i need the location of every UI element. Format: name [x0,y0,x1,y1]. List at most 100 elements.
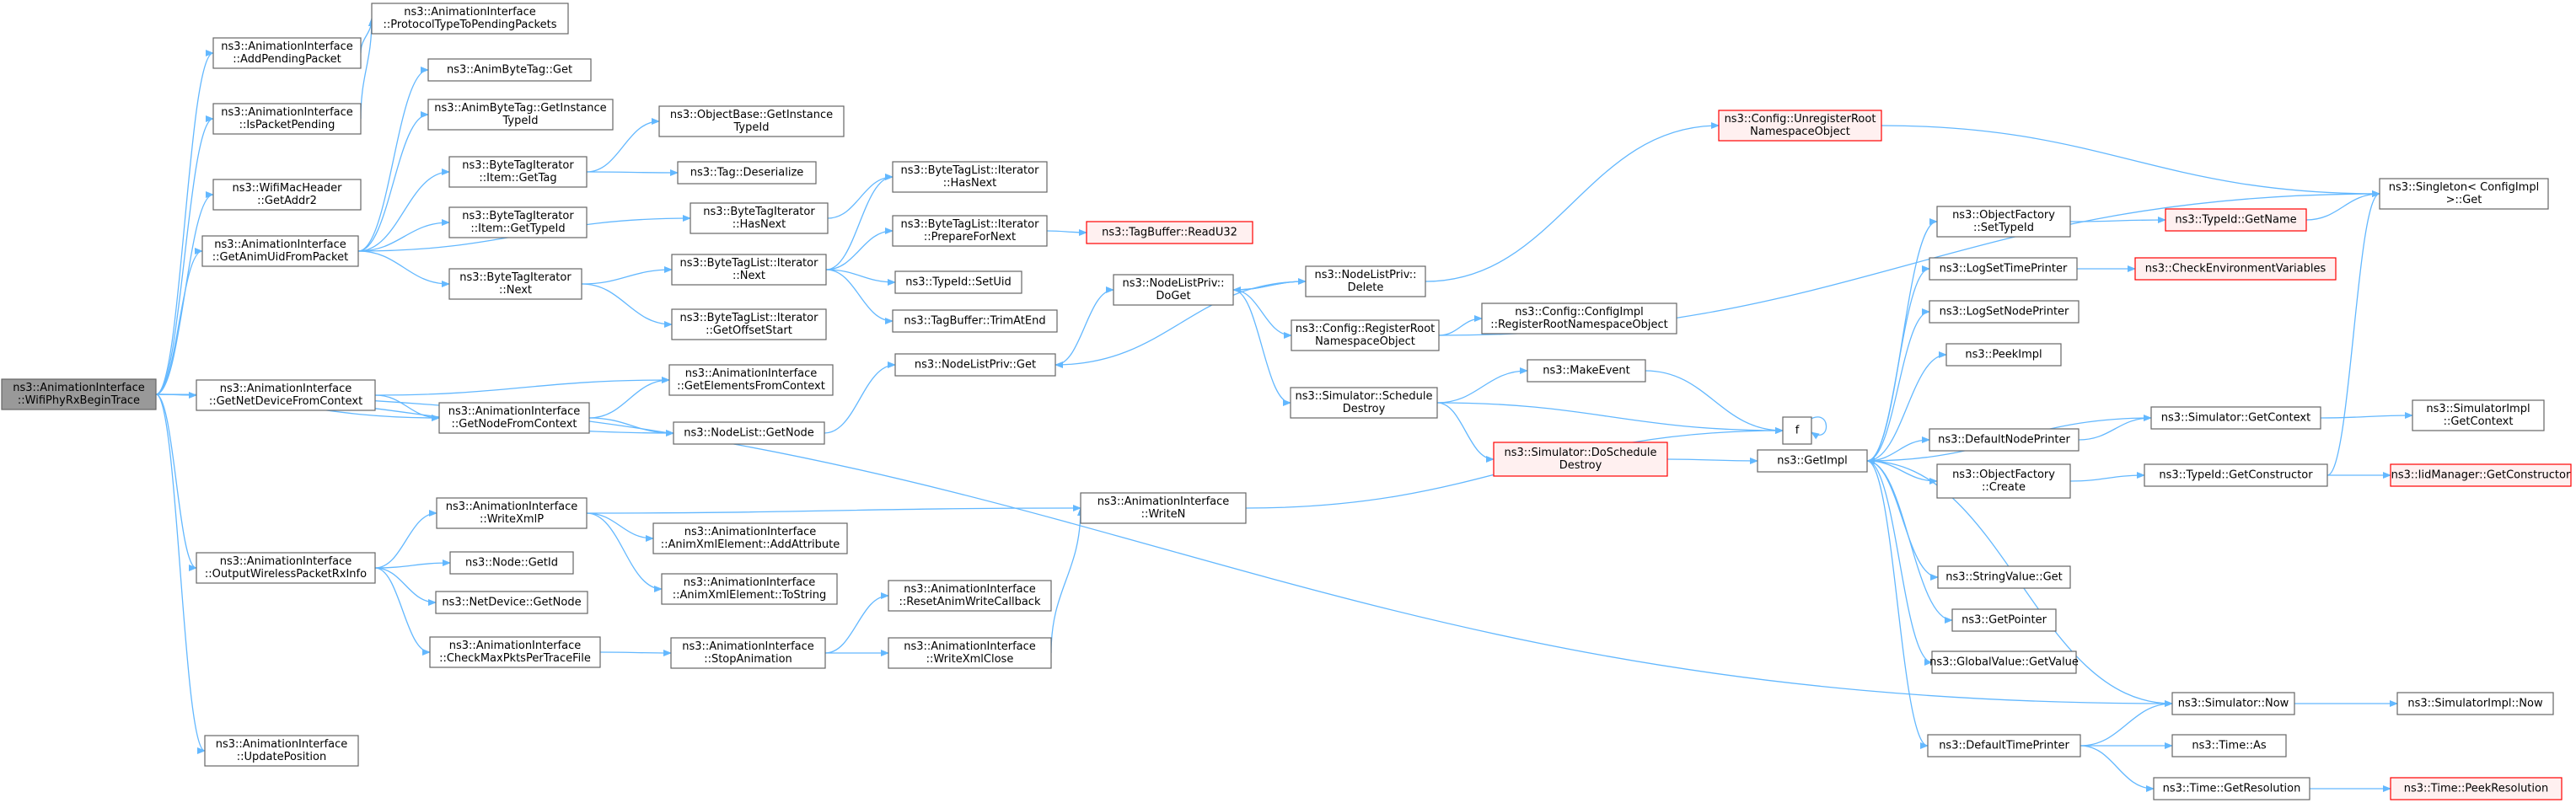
node-label: f [1795,425,1800,437]
node-tagBufferReadU32[interactable]: ns3::TagBuffer::ReadU32 [1086,221,1253,244]
node-objectFactoryCreate[interactable]: ns3::ObjectFactory::Create [1936,463,2071,499]
node-outputWireless[interactable]: ns3::AnimationInterface::OutputWirelessP… [196,552,376,584]
node-nodeListGetNode[interactable]: ns3::NodeList::GetNode [673,421,825,445]
node-nodeListPrivGet[interactable]: ns3::NodeListPriv::Get [894,353,1056,377]
node-getElements[interactable]: ns3::AnimationInterface::GetElementsFrom… [668,364,834,396]
node-writeN[interactable]: ns3::AnimationInterface::WriteN [1080,492,1247,524]
node-netDeviceGetNode[interactable]: ns3::NetDevice::GetNode [435,591,588,614]
node-label: ns3::DefaultTimePrinter [1939,740,2069,752]
node-updatePosition[interactable]: ns3::AnimationInterface::UpdatePosition [204,735,359,767]
node-typeIdGetConstructor[interactable]: ns3::TypeId::GetConstructor [2144,463,2328,487]
node-globalValueGet[interactable]: ns3::GlobalValue::GetValue [1929,650,2079,674]
node-configImplRegister[interactable]: ns3::Config::ConfigImpl::RegisterRootNam… [1481,302,1677,335]
node-defaultNodePrinter[interactable]: ns3::DefaultNodePrinter [1929,428,2080,452]
node-registerRoot[interactable]: ns3::Config::RegisterRootNamespaceObject [1291,319,1440,351]
node-protoType[interactable]: ns3::AnimationInterface::ProtocolTypeToP… [371,3,569,35]
node-typeIdSetUid[interactable]: ns3::TypeId::SetUid [894,270,1022,294]
node-logSetTimePrinter[interactable]: ns3::LogSetTimePrinter [1929,257,2078,281]
node-typeIdGetName[interactable]: ns3::TypeId::GetName [2165,208,2307,232]
node-box [436,497,588,529]
node-getPointer[interactable]: ns3::GetPointer [1951,608,2057,632]
node-objectFactorySetTypeId[interactable]: ns3::ObjectFactory::SetTypeId [1936,206,2071,238]
node-label: ns3::TypeId::SetUid [905,276,1011,289]
node-writeXmlP[interactable]: ns3::AnimationInterface::WriteXmlP [436,497,588,529]
node-checkMaxPkts[interactable]: ns3::AnimationInterface::CheckMaxPktsPer… [429,636,601,668]
node-itemGetTypeId[interactable]: ns3::ByteTagIterator::Item::GetTypeId [448,206,588,238]
node-timePeekResolution[interactable]: ns3::Time::PeekResolution [2390,777,2563,800]
node-box [429,636,601,668]
node-getNetDevice[interactable]: ns3::AnimationInterface::GetNetDeviceFro… [196,379,376,411]
node-simulatorImplNow[interactable]: ns3::SimulatorImpl::Now [2396,692,2554,715]
node-label: ns3::AnimationInterface [221,40,353,53]
node-peekImpl[interactable]: ns3::PeekImpl [1945,343,2062,367]
node-label: ns3::DefaultNodePrinter [1938,434,2070,447]
node-itemGetTag[interactable]: ns3::ByteTagIterator::Item::GetTag [448,156,588,188]
node-resetAnimWrite[interactable]: ns3::AnimationInterface::ResetAnimWriteC… [888,580,1052,612]
node-nodeGetId[interactable]: ns3::Node::GetId [449,551,574,575]
edge-prepareForNext-to-tagBufferReadU32 [1046,228,1087,236]
node-label: ::OutputWirelessPacketRxInfo [205,568,367,581]
node-toString[interactable]: ns3::AnimationInterface::AnimXmlElement:… [661,573,838,605]
node-box [1945,343,2062,367]
node-btlIterHasNext[interactable]: ns3::ByteTagList::Iterator::HasNext [892,161,1048,193]
node-btlIterNext[interactable]: ns3::ByteTagList::Iterator::Next [671,254,827,286]
node-box [1080,492,1247,524]
node-stopAnimation[interactable]: ns3::AnimationInterface::StopAnimation [670,637,826,669]
node-getNodeFromContext[interactable]: ns3::AnimationInterface::GetNodeFromCont… [438,402,590,434]
node-tagDeserialize[interactable]: ns3::Tag::Deserialize [677,161,817,185]
node-getOffsetStart[interactable]: ns3::ByteTagList::Iterator::GetOffsetSta… [671,308,827,340]
node-simulatorNow[interactable]: ns3::Simulator::Now [2171,692,2295,715]
node-logSetNodePrinter[interactable]: ns3::LogSetNodePrinter [1929,300,2080,324]
node-addAttribute[interactable]: ns3::AnimationInterface::AnimXmlElement:… [652,522,848,554]
node-btiNext[interactable]: ns3::ByteTagIterator::Next [448,268,582,300]
node-label: ns3::Time::GetResolution [2163,783,2301,795]
node-unregisterRoot[interactable]: ns3::Config::UnregisterRootNamespaceObje… [1718,110,1882,142]
node-checkEnvVars[interactable]: ns3::CheckEnvironmentVariables [2134,257,2337,281]
node-label: ns3::AnimByteTag::Get [447,64,572,77]
node-simulatorImplGetContext[interactable]: ns3::SimulatorImpl::GetContext [2412,399,2545,431]
node-label: ::Next [499,284,532,297]
node-defaultTimePrinter[interactable]: ns3::DefaultTimePrinter [1927,734,2081,757]
node-label: ::WriteN [1141,508,1186,521]
node-simulatorGetContext[interactable]: ns3::Simulator::GetContext [2150,406,2321,430]
node-f[interactable]: f [1782,416,1812,445]
node-label: ns3::TypeId::GetConstructor [2159,469,2313,482]
node-box [2390,463,2572,487]
node-makeEvent[interactable]: ns3::MakeEvent [1527,359,1646,383]
node-isPacketPending[interactable]: ns3::AnimationInterface::IsPacketPending [212,103,362,135]
node-root[interactable]: ns3::AnimationInterface::WifiPhyRxBeginT… [1,378,157,410]
node-tagBufferTrimAtEnd[interactable]: ns3::TagBuffer::TrimAtEnd [892,309,1058,333]
node-btiHasNext[interactable]: ns3::ByteTagIterator::HasNext [690,202,829,234]
node-box [894,270,1022,294]
node-nodeListPrivDoGet[interactable]: ns3::NodeListPriv::DoGet [1113,274,1234,306]
edge-btiNext-to-btlIterNext [581,266,673,285]
node-addPending[interactable]: ns3::AnimationInterface::AddPendingPacke… [212,37,362,69]
edge-btiHasNext-to-btlIterHasNext [827,174,894,219]
node-label: ns3::IidManager::GetConstructor [2391,469,2571,482]
edge-stopAnimation-to-resetAnimWrite [824,592,889,654]
node-box [212,37,362,69]
node-wifiMacHeader[interactable]: ns3::WifiMacHeader::GetAddr2 [212,179,362,211]
node-getImpl[interactable]: ns3::GetImpl [1757,449,1868,473]
node-writeXmlClose[interactable]: ns3::AnimationInterface::WriteXmlClose [888,637,1052,669]
node-stringValueGet[interactable]: ns3::StringValue::Get [1937,565,2071,589]
node-animByteTagGet[interactable]: ns3::AnimByteTag::Get [427,58,592,82]
node-timeAs[interactable]: ns3::Time::As [2171,734,2287,757]
node-timeGetResolution[interactable]: ns3::Time::GetResolution [2153,777,2310,800]
node-iidManager[interactable]: ns3::IidManager::GetConstructor [2390,463,2572,487]
node-box [448,268,582,300]
node-label: ::AddPendingPacket [233,53,341,66]
node-singletonGet[interactable]: ns3::Singleton< ConfigImpl >::Get [2379,178,2549,210]
edge-nodeListPrivDelete-to-nodeListPrivDoGet [1232,281,1307,293]
edge-nodeListPrivGet-to-nodeListPrivDoGet [1055,286,1114,366]
node-prepareForNext[interactable]: ns3::ByteTagList::Iterator::PrepareForNe… [892,215,1048,247]
node-getAnimUid[interactable]: ns3::AnimationInterface::GetAnimUidFromP… [201,235,359,267]
node-label: ::GetNodeFromContext [452,418,577,431]
node-label: ::GetNetDeviceFromContext [209,395,362,408]
node-nodeListPrivDelete[interactable]: ns3::NodeListPriv::Delete [1305,265,1426,297]
